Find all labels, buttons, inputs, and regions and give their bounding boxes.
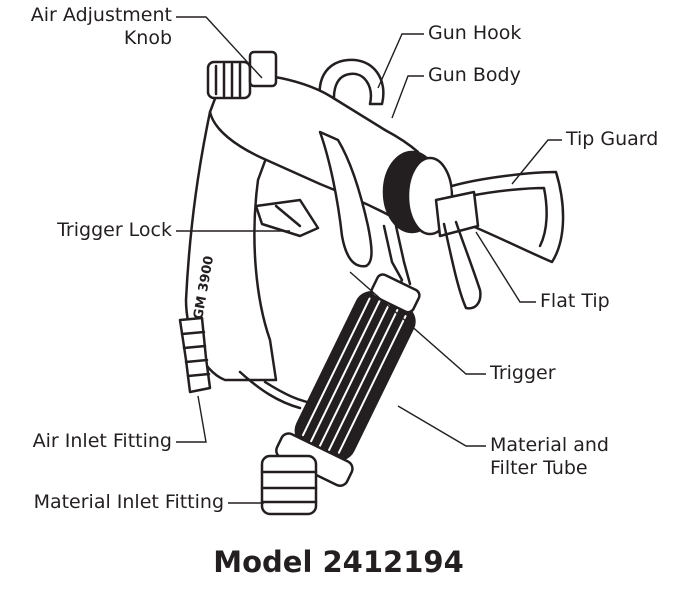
leader-flat-tip — [475, 231, 536, 303]
air-adjustment-knob-shape — [206, 60, 252, 100]
material-inlet-fitting-shape — [260, 454, 318, 516]
callout-material-inlet-fitting: Material Inlet Fitting — [33, 491, 224, 513]
model-label: Model 2412194 — [213, 545, 464, 579]
callout-gun-body: Gun Body — [428, 64, 521, 86]
leader-trigger — [349, 271, 486, 375]
leader-gun-body — [391, 75, 424, 119]
leader-air-inlet-fitting — [176, 395, 207, 443]
trigger-shape — [318, 130, 373, 268]
flat-tip-shape — [434, 190, 480, 238]
leader-air-adjustment-knob — [176, 16, 263, 79]
callout-material-filter-tube: Material and Filter Tube — [490, 434, 609, 479]
callout-tip-guard: Tip Guard — [566, 128, 659, 150]
callout-trigger: Trigger — [490, 362, 556, 384]
leader-tip-guard — [511, 139, 562, 185]
air-adjustment-cap-shape — [248, 50, 278, 88]
leader-gun-hook — [377, 33, 424, 89]
leader-material-filter-tube — [397, 405, 486, 447]
callout-trigger-lock: Trigger Lock — [57, 219, 172, 241]
filter-tube-shape — [294, 291, 416, 461]
callout-gun-hook: Gun Hook — [428, 22, 522, 44]
callout-flat-tip: Flat Tip — [540, 290, 610, 312]
callout-air-adjustment-knob: Air Adjustment Knob — [30, 4, 172, 49]
callout-air-inlet-fitting: Air Inlet Fitting — [32, 430, 172, 452]
gun-hook-shape — [318, 58, 385, 120]
trigger-lock-shape — [254, 198, 320, 238]
